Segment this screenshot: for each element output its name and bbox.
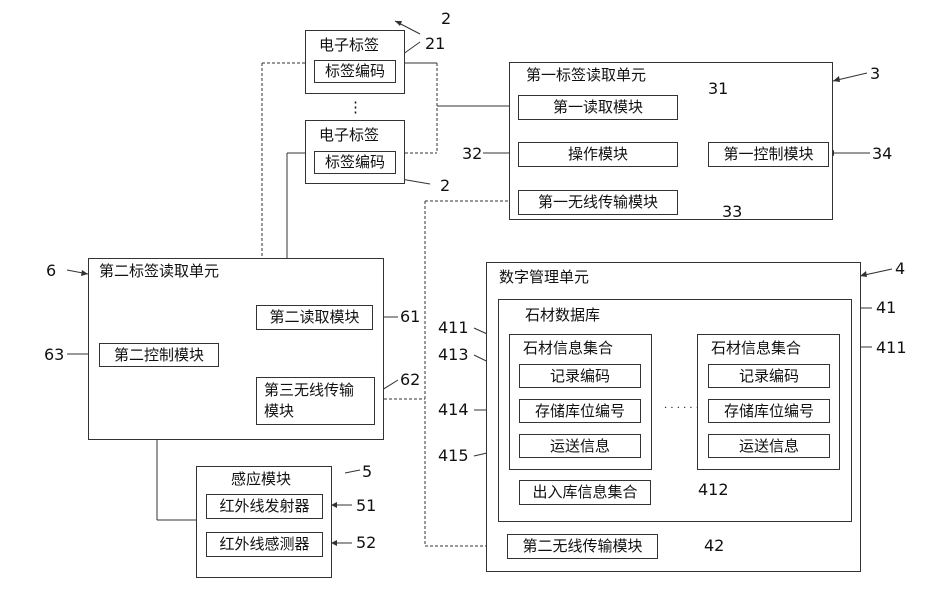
ref-storage-location-number: 414 xyxy=(438,401,469,419)
digital-management-unit-title: 数字管理单元 xyxy=(499,268,589,286)
electronic-tag-a: 电子标签 标签编码 xyxy=(305,30,405,94)
operation-module: 操作模块 xyxy=(518,142,678,167)
electronic-tag-a-title: 电子标签 xyxy=(319,36,379,54)
storage-location-number-right: 存储库位编号 xyxy=(708,399,830,423)
stone-info-set-left: 石材信息集合 记录编码 存储库位编号 运送信息 xyxy=(509,334,652,470)
infrared-emitter: 红外线发射器 xyxy=(206,494,323,519)
shipping-info-right: 运送信息 xyxy=(708,434,830,458)
database-ellipsis: · · · · · · xyxy=(664,400,699,418)
first-wireless-module: 第一无线传输模块 xyxy=(518,190,678,215)
ref-infrared-sensor: 52 xyxy=(356,534,376,552)
third-wireless-module: 第三无线传输 模块 xyxy=(256,377,375,425)
ref-third-wireless-module: 62 xyxy=(400,371,420,389)
ref-inout-warehouse-info-set: 412 xyxy=(698,481,729,499)
inout-warehouse-info-set: 出入库信息集合 xyxy=(519,480,651,505)
third-wireless-module-line2: 模块 xyxy=(264,401,374,422)
stone-info-set-right-title: 石材信息集合 xyxy=(711,339,801,357)
first-tag-reading-unit: 第一标签读取单元 第一读取模块 操作模块 第一无线传输模块 第一控制模块 xyxy=(509,62,833,220)
tag-code-a: 标签编码 xyxy=(314,60,396,83)
ref-first-wireless-module: 33 xyxy=(722,203,742,221)
stone-database: 石材数据库 石材信息集合 记录编码 存储库位编号 运送信息 · · · · · … xyxy=(498,299,852,522)
ref-stone-database: 41 xyxy=(876,299,896,317)
electronic-tag-b: 电子标签 标签编码 xyxy=(305,120,405,184)
ref-first-read-module: 31 xyxy=(708,80,728,98)
tag-code-b: 标签编码 xyxy=(314,151,396,174)
stone-info-set-left-title: 石材信息集合 xyxy=(523,339,613,357)
infrared-sensor: 红外线感测器 xyxy=(206,532,323,557)
second-wireless-module: 第二无线传输模块 xyxy=(507,534,658,559)
ref-infrared-emitter: 51 xyxy=(356,497,376,515)
ref-tag-a: 2 xyxy=(441,10,451,28)
ref-shipping-info: 415 xyxy=(438,447,469,465)
ref-operation-module: 32 xyxy=(462,145,482,163)
ref-unit3: 3 xyxy=(870,65,880,83)
second-read-module: 第二读取模块 xyxy=(256,305,373,330)
second-tag-reading-unit: 第二标签读取单元 第二读取模块 第二控制模块 第三无线传输 模块 xyxy=(88,258,384,440)
first-control-module: 第一控制模块 xyxy=(708,142,829,167)
ref-tag-b: 2 xyxy=(440,177,450,195)
ref-first-control-module: 34 xyxy=(872,145,892,163)
ref-record-code: 413 xyxy=(438,346,469,364)
record-code-right: 记录编码 xyxy=(708,364,830,388)
electronic-tag-b-title: 电子标签 xyxy=(319,126,379,144)
stone-info-set-right: 石材信息集合 记录编码 存储库位编号 运送信息 xyxy=(697,334,840,470)
sensing-module-title: 感应模块 xyxy=(231,470,291,488)
ellipsis-vertical: ⋮ xyxy=(348,98,363,116)
first-read-module: 第一读取模块 xyxy=(518,95,678,120)
ref-second-read-module: 61 xyxy=(400,308,420,326)
record-code-left: 记录编码 xyxy=(519,364,641,388)
third-wireless-module-line1: 第三无线传输 xyxy=(264,380,374,401)
ref-sensing-module: 5 xyxy=(362,463,372,481)
shipping-info-left: 运送信息 xyxy=(519,434,641,458)
second-tag-reading-unit-title: 第二标签读取单元 xyxy=(99,262,219,280)
ref-second-control-module: 63 xyxy=(44,346,64,364)
ref-tag-code: 21 xyxy=(425,35,445,53)
storage-location-number-left: 存储库位编号 xyxy=(519,399,641,423)
stone-database-title: 石材数据库 xyxy=(525,306,600,324)
first-tag-reading-unit-title: 第一标签读取单元 xyxy=(526,66,646,84)
ref-second-wireless-module: 42 xyxy=(704,537,724,555)
ref-stone-info-set-right: 411 xyxy=(876,339,907,357)
ref-unit6: 6 xyxy=(46,262,56,280)
second-control-module: 第二控制模块 xyxy=(99,343,219,367)
digital-management-unit: 数字管理单元 石材数据库 石材信息集合 记录编码 存储库位编号 运送信息 · ·… xyxy=(486,262,861,572)
sensing-module: 感应模块 红外线发射器 红外线感测器 xyxy=(196,466,332,578)
ref-unit4: 4 xyxy=(895,260,905,278)
ref-stone-info-set-left: 411 xyxy=(438,319,469,337)
